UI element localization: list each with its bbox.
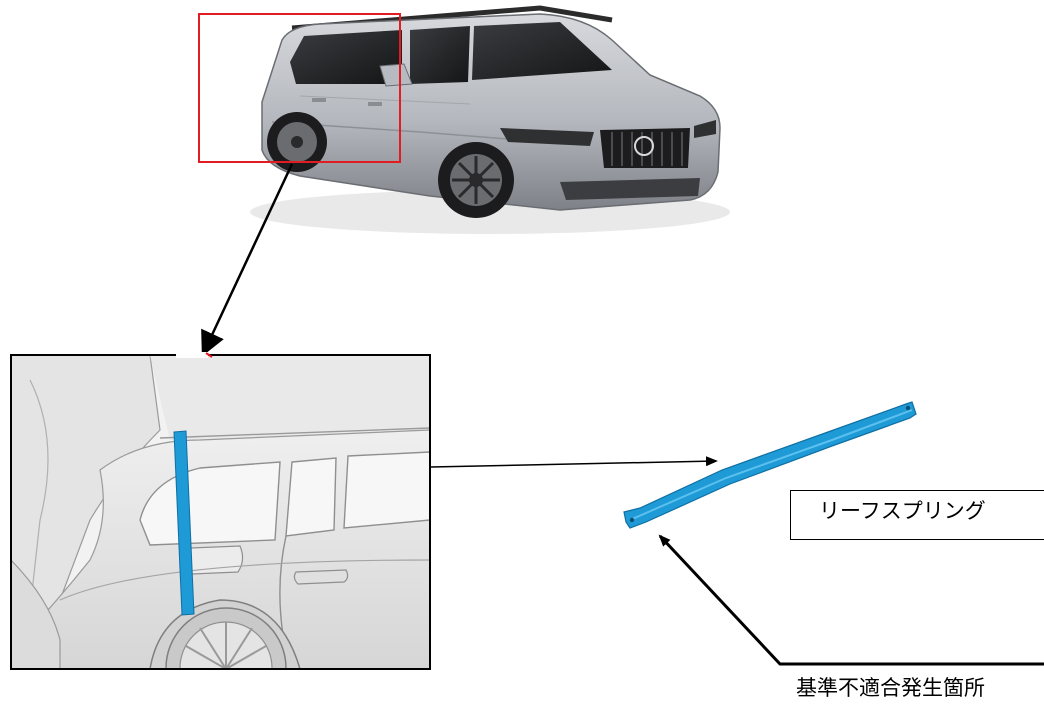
arrow-car-to-detail bbox=[201, 163, 294, 357]
car-photo bbox=[250, 5, 730, 234]
detail-view bbox=[10, 352, 431, 670]
defect-location-label: 基準不適合発生箇所 bbox=[796, 676, 985, 700]
arrow-detail-to-part bbox=[430, 456, 718, 468]
leaf-spring-part bbox=[623, 401, 917, 529]
part-name-label: リーフスプリング bbox=[790, 490, 1044, 540]
highlight-box bbox=[198, 13, 401, 163]
defect-leader-line bbox=[658, 534, 1044, 666]
